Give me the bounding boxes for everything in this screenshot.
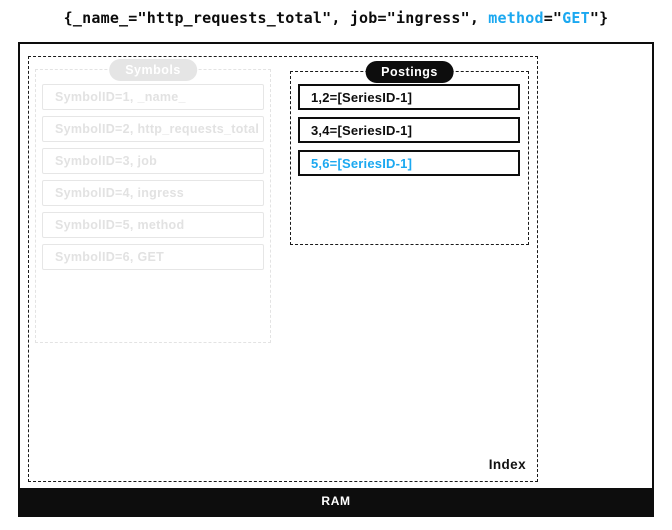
series-selector-code: {_name_="http_requests_total", job="ingr… xyxy=(0,9,672,27)
code-segment: =" xyxy=(543,9,563,27)
code-segment-get: GET xyxy=(562,9,590,27)
symbols-section: Symbols SymbolID=1, _name_ SymbolID=2, h… xyxy=(35,59,271,343)
symbol-entry: SymbolID=1, _name_ xyxy=(42,84,264,110)
symbol-entry: SymbolID=3, job xyxy=(42,148,264,174)
postings-section: Postings 1,2=[SeriesID-1] 3,4=[SeriesID-… xyxy=(290,61,529,245)
posting-entry: 3,4=[SeriesID-1] xyxy=(298,117,520,143)
postings-title-pill: Postings xyxy=(365,61,454,83)
symbol-entry: SymbolID=4, ingress xyxy=(42,180,264,206)
symbol-entry: SymbolID=6, GET xyxy=(42,244,264,270)
index-box: Symbols SymbolID=1, _name_ SymbolID=2, h… xyxy=(28,56,538,482)
ram-bar: RAM xyxy=(20,488,652,515)
code-segment: "} xyxy=(589,9,609,27)
ram-label: RAM xyxy=(321,494,351,508)
code-segment-method: method xyxy=(488,9,544,27)
posting-entry-highlighted: 5,6=[SeriesID-1] xyxy=(298,150,520,176)
posting-entry: 1,2=[SeriesID-1] xyxy=(298,84,520,110)
code-segment: {_name_="http_requests_total", job="ingr… xyxy=(63,9,489,27)
symbol-entry: SymbolID=2, http_requests_total xyxy=(42,116,264,142)
ram-container-box: Symbols SymbolID=1, _name_ SymbolID=2, h… xyxy=(18,42,654,517)
symbol-entry: SymbolID=5, method xyxy=(42,212,264,238)
index-label: Index xyxy=(488,457,526,472)
symbols-title-pill: Symbols xyxy=(109,59,197,81)
